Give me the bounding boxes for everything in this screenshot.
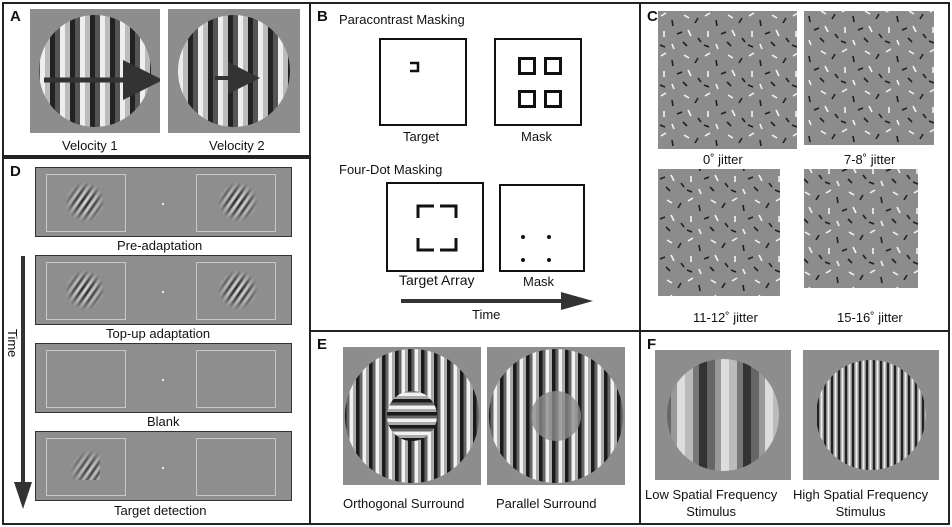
- panel-e: E Orthogonal Surround Parallel Surround: [309, 330, 641, 525]
- caption-7-8-jitter: 7-8˚ jitter: [844, 152, 896, 167]
- gabor-right: [218, 270, 258, 310]
- paracontrast-title: Paracontrast Masking: [339, 12, 465, 27]
- caption-orthogonal-surround: Orthogonal Surround: [343, 496, 465, 511]
- frame-blank: [35, 343, 292, 413]
- fourdot-title: Four-Dot Masking: [339, 162, 443, 177]
- low-sf-stimulus: [655, 350, 791, 480]
- high-sf-stimulus: [803, 350, 939, 480]
- fourdot-target-box: [386, 182, 484, 272]
- panel-b-label: B: [317, 8, 328, 25]
- orthogonal-surround-stimulus: [343, 347, 481, 485]
- caption-high-sf: High Spatial Frequency Stimulus: [793, 487, 929, 519]
- caption-pre-adaptation: Pre-adaptation: [117, 238, 203, 253]
- caption-11-12-jitter: 11-12˚ jitter: [693, 310, 758, 325]
- parallel-surround-stimulus: [487, 347, 625, 485]
- fixation-point: [162, 203, 164, 205]
- gabor-left: [65, 270, 105, 310]
- caption-target-detection: Target detection: [114, 503, 207, 518]
- caption-mask-1: Mask: [521, 129, 553, 144]
- frame-pre-adaptation: [35, 167, 292, 237]
- paracontrast-mask-box: [494, 38, 582, 126]
- panel-f-label: F: [647, 336, 657, 353]
- caption-low-sf: Low Spatial Frequency Stimulus: [645, 487, 778, 519]
- caption-velocity-2: Velocity 2: [209, 138, 265, 153]
- paracontrast-target-box: [379, 38, 467, 126]
- caption-top-up-adaptation: Top-up adaptation: [106, 326, 211, 341]
- drifting-grating-2: [168, 9, 300, 133]
- caption-parallel-surround: Parallel Surround: [496, 496, 597, 511]
- gabor-target: [70, 450, 100, 480]
- fixation-point: [162, 379, 164, 381]
- frame-top-up-adaptation: [35, 255, 292, 325]
- time-arrow-b: [401, 292, 593, 310]
- caption-15-16-jitter: 15-16˚ jitter: [837, 310, 903, 325]
- caption-velocity-1: Velocity 1: [62, 138, 118, 153]
- panel-e-label: E: [317, 336, 328, 353]
- time-label: Time: [5, 329, 20, 358]
- caption-0-jitter: 0˚ jitter: [703, 152, 743, 167]
- caption-target-array: Target Array: [399, 272, 475, 288]
- panel-d: D Time Pre-adaptation Top-up adaptation …: [2, 157, 311, 525]
- caption-blank: Blank: [147, 414, 180, 429]
- fixation-point: [162, 291, 164, 293]
- panel-d-label: D: [10, 163, 21, 180]
- texture-11-12-jitter: [658, 169, 780, 296]
- drifting-grating-1: [30, 9, 160, 133]
- fixation-point: [162, 467, 164, 469]
- panel-a: A Velocity 1 Velocity 2: [2, 2, 311, 157]
- gabor-right: [218, 182, 258, 222]
- frame-target-detection: [35, 431, 292, 501]
- caption-target: Target: [403, 129, 440, 144]
- texture-15-16-jitter: [804, 169, 918, 288]
- texture-7-8-jitter: [804, 11, 934, 145]
- gabor-left: [65, 182, 105, 222]
- fourdot-mask-box: [499, 184, 585, 272]
- texture-0-jitter: [658, 11, 797, 149]
- caption-mask-2: Mask: [523, 274, 555, 289]
- panel-f: F Low Spatial Frequency Stimulus High Sp…: [639, 330, 950, 525]
- panel-c-label: C: [647, 8, 658, 25]
- panel-b: B Paracontrast Masking Target Mask Four-…: [309, 2, 641, 332]
- panel-c: C 0˚ jitter 7-8˚ jitter 11-12˚ jitter 15…: [639, 2, 950, 332]
- time-arrow: [14, 256, 32, 509]
- panel-a-label: A: [10, 8, 21, 25]
- time-label-b: Time: [472, 307, 501, 322]
